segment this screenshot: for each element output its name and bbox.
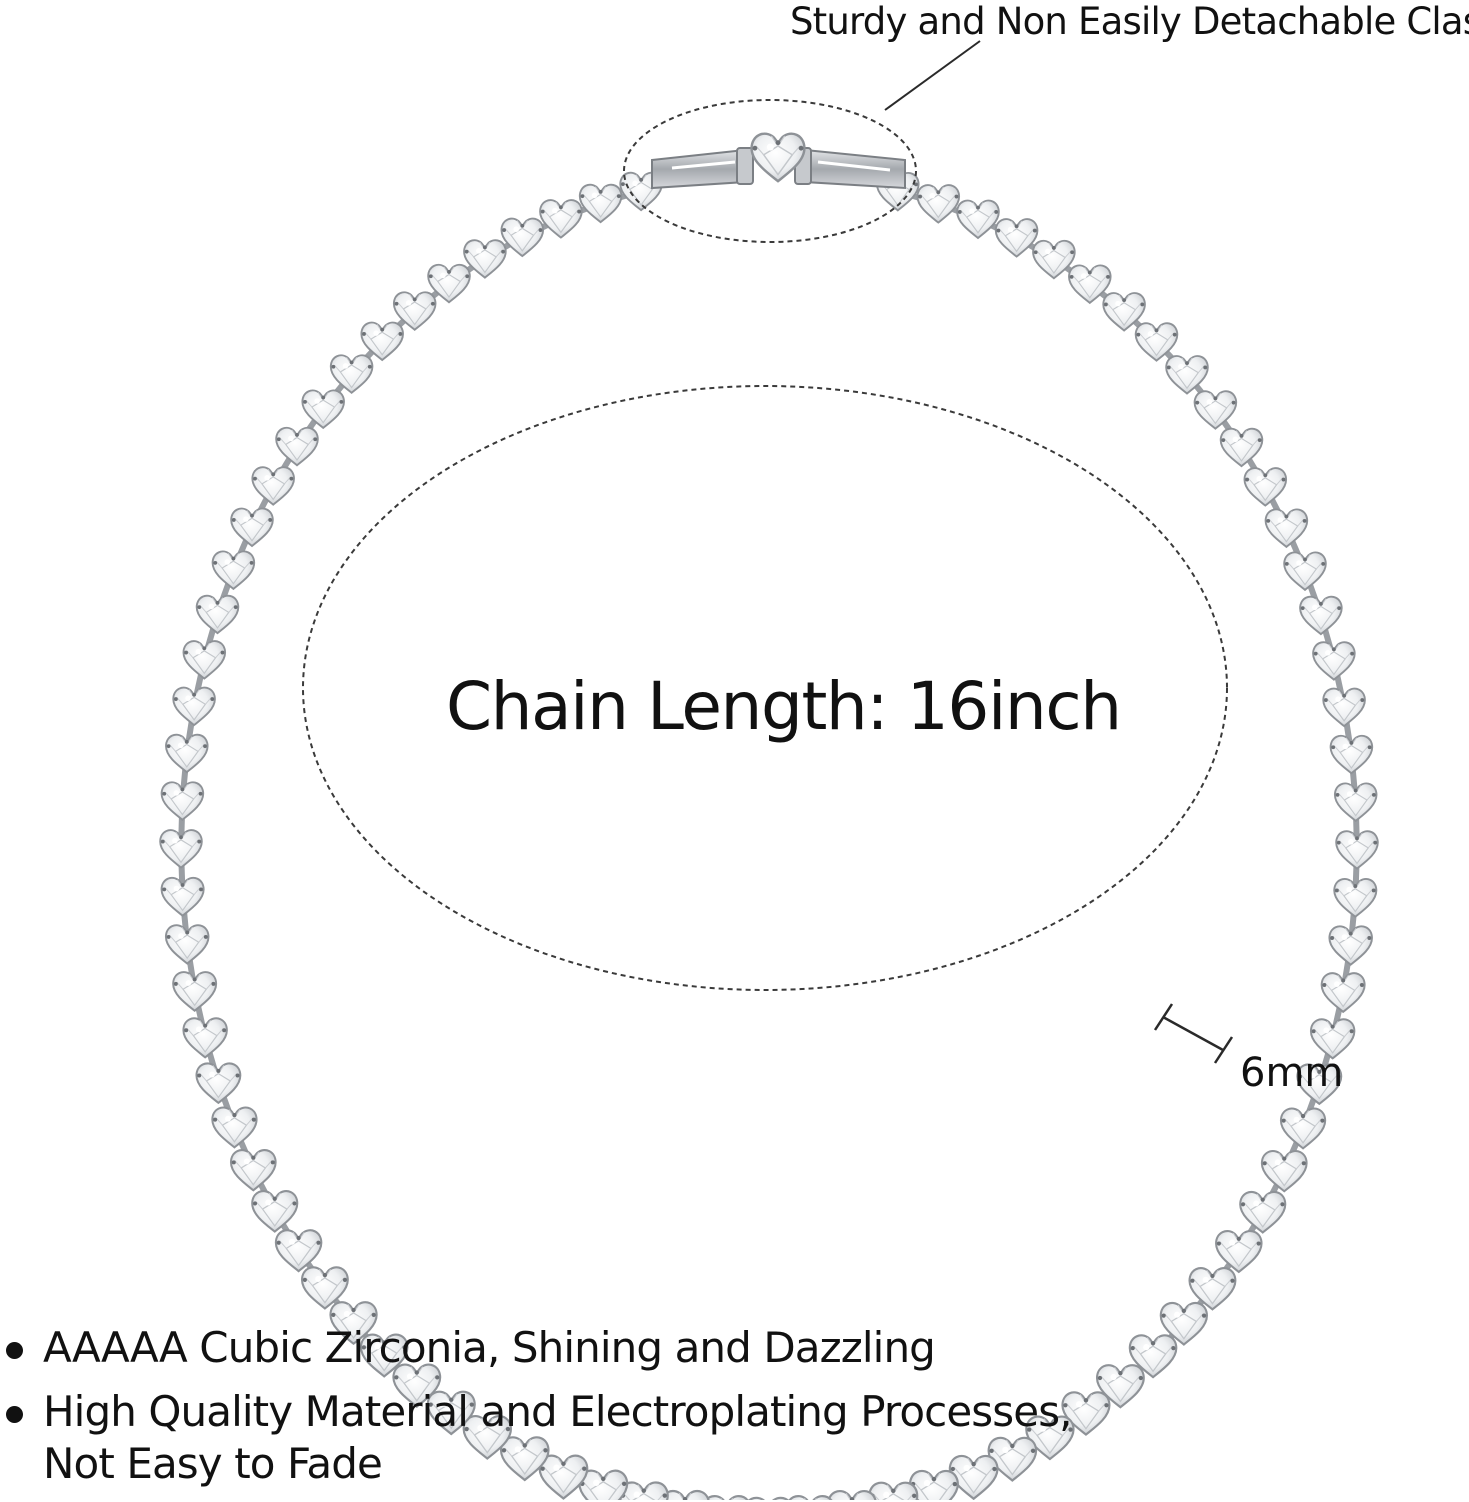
stone-width-marker (1153, 1003, 1234, 1064)
heart-cut-stone-icon (1219, 427, 1264, 468)
heart-cut-stone-icon (1299, 595, 1343, 636)
clasp-callout-text: Sturdy and Non Easily Detachable Clasp (790, 0, 1469, 43)
heart-cut-stone-icon (165, 733, 209, 774)
heart-cut-stone-icon (229, 1149, 277, 1192)
heart-cut-stone-icon (1264, 508, 1309, 548)
heart-cut-stone-icon (1243, 467, 1288, 507)
feature-text: AAAAA Cubic Zirconia, Shining and Dazzli… (43, 1323, 936, 1372)
heart-stones (159, 171, 1379, 1500)
heart-cut-stone-icon (1283, 551, 1327, 591)
box-clasp-icon (651, 132, 906, 190)
heart-cut-stone-icon (274, 1229, 323, 1273)
heart-cut-stone-icon (195, 1062, 242, 1104)
heart-cut-stone-icon (956, 199, 1000, 239)
heart-cut-stone-icon (1312, 641, 1356, 681)
heart-cut-stone-icon (1239, 1190, 1287, 1234)
chain-length-text: Chain Length: 16inch (446, 668, 1122, 745)
heart-cut-stone-icon (1333, 877, 1378, 918)
heart-cut-stone-icon (230, 507, 274, 547)
heart-cut-stone-icon (1320, 972, 1366, 1013)
heart-cut-stone-icon (578, 183, 623, 224)
heart-cut-stone-icon (164, 924, 210, 965)
feature-text: High Quality Material and Electroplating… (43, 1387, 1073, 1488)
clasp-highlight-ring (623, 99, 917, 243)
heart-cut-stone-icon (172, 686, 216, 727)
heart-cut-stone-icon (195, 594, 240, 635)
heart-cut-stone-icon (172, 971, 218, 1012)
heart-cut-stone-icon (301, 389, 345, 429)
stone-width-text: 6mm (1240, 1050, 1344, 1096)
bullet-dot-icon (6, 1342, 23, 1359)
heart-cut-stone-icon (275, 426, 319, 467)
feature-item: High Quality Material and Electroplating… (0, 1386, 1083, 1490)
heart-cut-stone-icon (159, 829, 203, 869)
heart-cut-stone-icon (1335, 830, 1379, 870)
heart-cut-stone-icon (182, 640, 227, 680)
heart-cut-stone-icon (1279, 1107, 1327, 1150)
chain-length-ring (302, 385, 1228, 991)
bullet-dot-icon (6, 1406, 23, 1423)
heart-cut-stone-icon (251, 1190, 299, 1233)
heart-cut-stone-icon (1260, 1149, 1308, 1193)
heart-cut-stone-icon (251, 466, 295, 506)
heart-cut-stone-icon (182, 1017, 228, 1059)
heart-cut-stone-icon (1215, 1229, 1263, 1273)
feature-list: AAAAA Cubic Zirconia, Shining and Dazzli… (0, 1322, 1469, 1502)
feature-item: AAAAA Cubic Zirconia, Shining and Dazzli… (0, 1322, 1083, 1374)
heart-cut-stone-icon (1322, 687, 1366, 728)
heart-cut-stone-icon (1328, 925, 1373, 966)
heart-cut-stone-icon (539, 199, 583, 239)
heart-cut-stone-icon (1329, 734, 1374, 775)
clasp-callout-line (884, 40, 981, 111)
heart-cut-stone-icon (211, 550, 256, 590)
heart-cut-stone-icon (211, 1106, 258, 1149)
heart-cut-stone-icon (994, 218, 1039, 258)
heart-cut-stone-icon (916, 184, 961, 224)
heart-cut-stone-icon (1333, 782, 1378, 822)
heart-cut-stone-icon (160, 876, 205, 917)
heart-cut-stone-icon (1193, 390, 1238, 430)
heart-cut-stone-icon (160, 781, 205, 821)
heart-cut-stone-icon (500, 217, 545, 258)
